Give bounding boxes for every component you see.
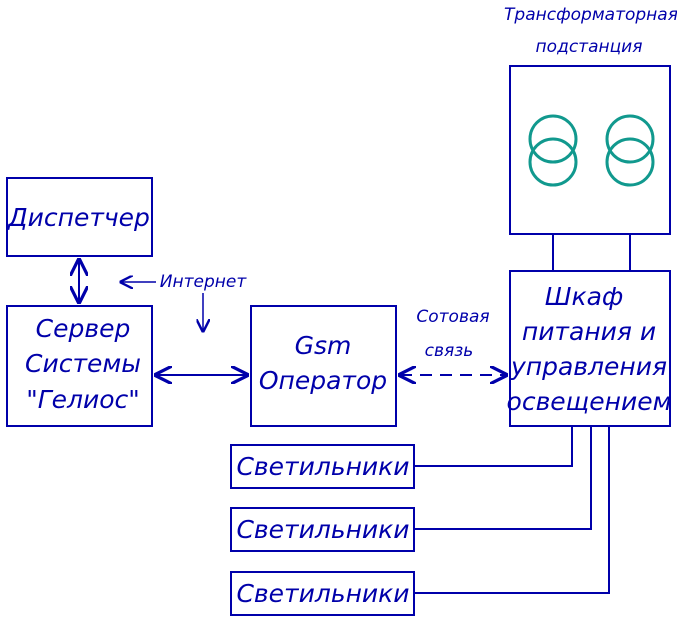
cabinet-lamp-link-2 [414, 426, 592, 530]
substation-box [509, 65, 671, 235]
lamp-label-3: Светильники [236, 579, 409, 608]
gsm-label-line2: Оператор [259, 366, 387, 395]
cellular-label-line2: связь [425, 341, 474, 361]
dispatcher-label: Диспетчер [7, 203, 150, 232]
cabinet-label-line1: Шкаф [545, 282, 624, 311]
lamp-label-1: Светильники [236, 452, 409, 481]
server-label-line1: Сервер [36, 314, 131, 343]
substation-title-line2: подстанция [536, 37, 643, 57]
transformer-symbol-left [528, 114, 578, 187]
server-label-line2: Системы [25, 349, 141, 378]
server-label-line3: "Гелиос" [26, 385, 140, 414]
cabinet-lamp-link-1 [414, 426, 573, 467]
cabinet-box [509, 270, 671, 427]
gsm-box [250, 305, 397, 427]
gsm-label-line1: Gsm [295, 331, 352, 360]
lamp-box-3 [230, 571, 415, 616]
cabinet-lamp-link-3 [414, 426, 610, 594]
dispatcher-box [6, 177, 153, 257]
internet-label: Интернет [160, 272, 248, 292]
cabinet-label-line2: питания и [522, 317, 656, 346]
cellular-label-line1: Сотовая [416, 307, 489, 327]
server-box [6, 305, 153, 427]
substation-title-line1: Трансформаторная [504, 5, 677, 25]
transformer-symbol-right [605, 114, 655, 187]
lamp-label-2: Светильники [236, 515, 409, 544]
cabinet-label-line3: управления [510, 352, 667, 381]
cabinet-label-line4: освещением [507, 387, 672, 416]
